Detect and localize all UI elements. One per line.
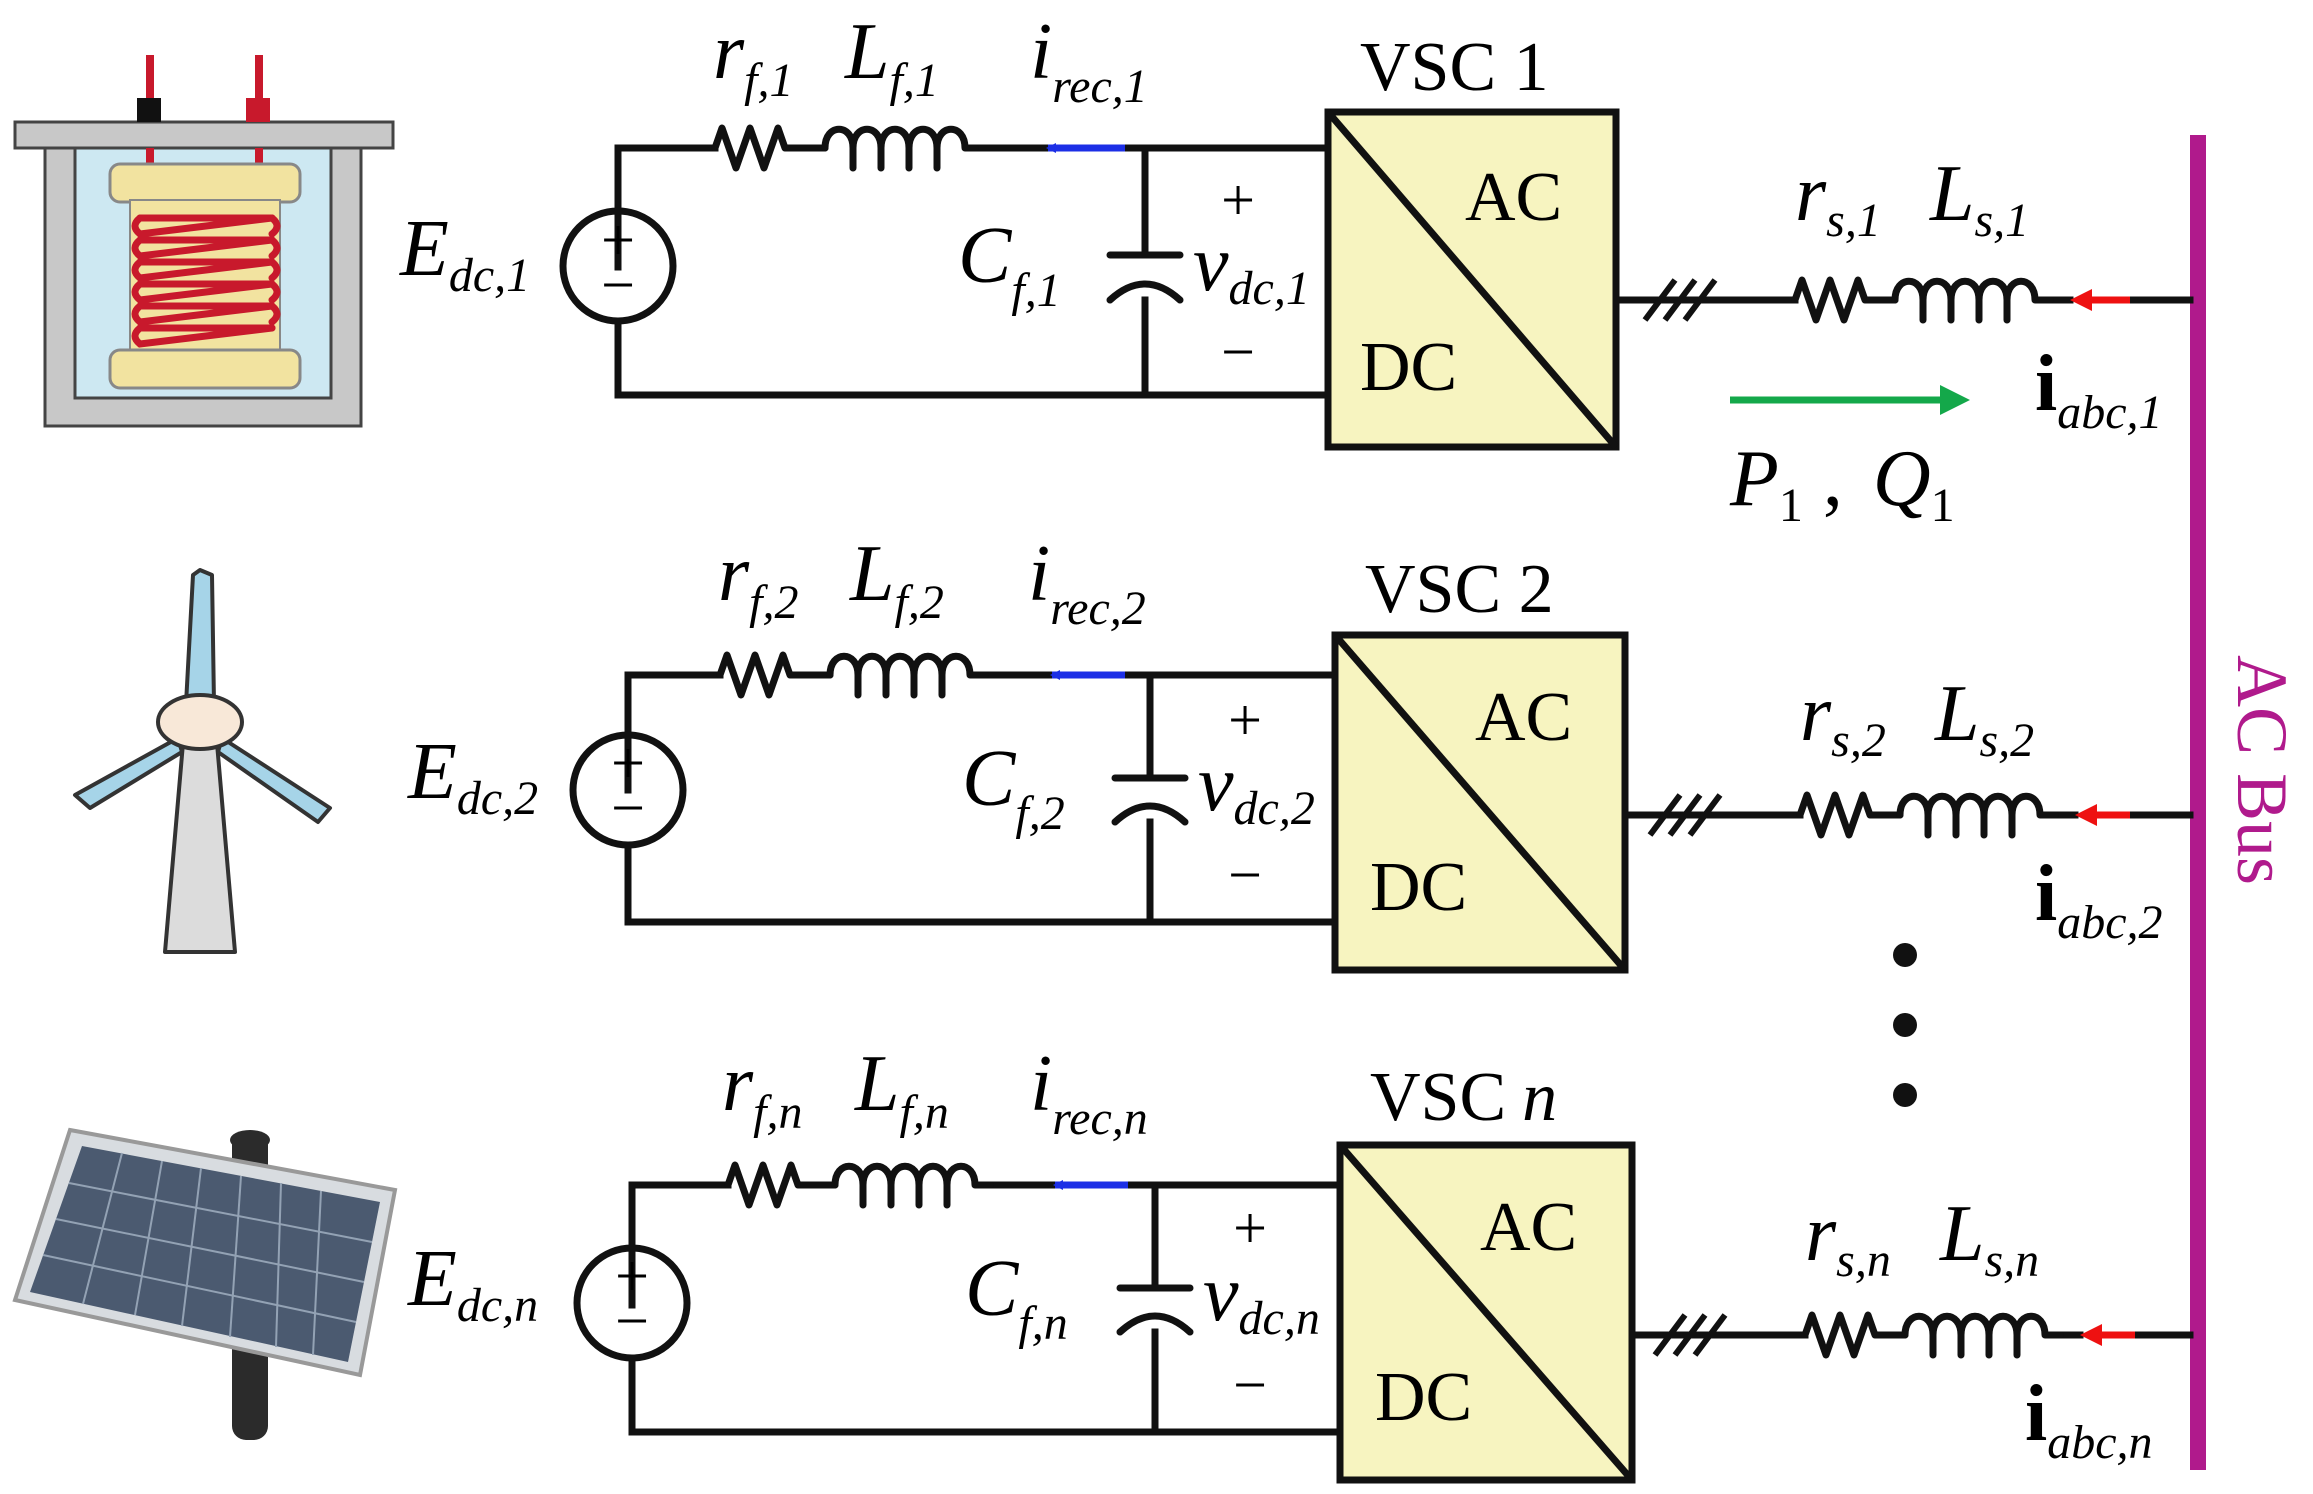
vdc-label: vdc,2 [1198,740,1315,835]
three-phase-marker [1647,793,1723,837]
vdc-minus: − [1221,319,1255,385]
rf-label: rf,2 [718,530,798,629]
converter-row-n [573,1141,2194,1484]
source-plus: + [601,207,635,273]
rf-label: rf,n [722,1040,802,1139]
resistor-rf [724,1161,839,1209]
resistor-rf [711,124,829,172]
ls-label: Ls,n [1939,1190,2039,1287]
inductor-ls [1901,1312,2064,1359]
resistor-rs [1791,276,1899,324]
vdc-plus: + [1233,1195,1267,1261]
irec-label: irec,2 [1028,530,1146,635]
cf-label: Cf,n [965,1245,1068,1350]
vdc-minus: − [1233,1352,1267,1418]
vsc-diagonal [1325,109,1619,450]
vdc-label: vdc,n [1203,1250,1320,1345]
converter-row-1 [559,108,2194,451]
inductor-lf [821,125,979,172]
abc-current-arrow [2075,804,2130,826]
power-flow-arrow [1730,385,1970,415]
inductor-lf [831,1162,994,1209]
resistor-rs [1796,791,1904,839]
dc-label: DC [1370,849,1467,926]
vsc-diagonal [1337,1142,1635,1483]
abc-current-arrow [2080,1324,2135,1346]
row-1-labels: VSC 1 AC DC + − Edc,1 rf,1 Lf,1 irec,1 C… [399,8,2163,532]
vsc-title: VSC 2 [1365,551,1554,628]
source-minus: − [611,775,645,841]
source-plus: + [615,1243,649,1309]
rs-label: rs,2 [1800,670,1886,767]
iabc-label: iabc,2 [2035,850,2163,949]
edc-label: Edc,n [407,1235,538,1332]
dc-loop-wire [624,671,1339,926]
irec-label: irec,n [1030,1040,1148,1145]
three-phase-marker [1642,278,1718,322]
source-minus: − [601,252,635,318]
dc-label: DC [1360,329,1457,406]
vdc-label: vdc,1 [1193,220,1310,315]
capacitor-plate-bottom [1106,280,1184,304]
three-phase-marker [1652,1313,1728,1357]
iabc-label: iabc,n [2025,1370,2153,1469]
irec-label: irec,1 [1030,8,1148,113]
abc-current-arrow [2070,289,2130,311]
source-plus: + [611,730,645,796]
ac-label: AC [1465,159,1562,236]
ls-label: Ls,2 [1934,670,2034,767]
source-minus: − [615,1288,649,1354]
inductor-ls [1896,792,2059,839]
capacitor-plate-bottom [1116,1312,1194,1336]
power-flow-label: P1,Q1 [1729,435,1955,532]
dc-source-circle [559,207,677,325]
inductor-lf [826,652,989,699]
dc-loop-wire [628,1181,1344,1436]
ac-bus-label: AC Bus [2222,655,2302,885]
rs-label: rs,n [1805,1190,1891,1287]
cf-label: Cf,1 [958,212,1061,317]
vsc-diagonal [1332,632,1628,973]
rs-label: rs,1 [1795,150,1881,247]
ac-bus-bar [2190,135,2206,1470]
converter-row-2 [569,631,2194,974]
row-2-labels: VSC 2 AC DC + − Edc,2 rf,2 Lf,2 irec,2 C… [407,530,2163,949]
inductor-ls [1891,277,2054,324]
lf-label: Lf,n [854,1040,949,1139]
dc-loop-wire [614,144,1332,399]
wind-turbine-icon [73,568,332,954]
resistor-rs [1801,1311,1909,1359]
edc-label: Edc,2 [407,728,538,825]
vdc-plus: + [1221,167,1255,233]
dc-source-circle [573,1244,691,1362]
resistor-rf [716,651,834,699]
dc-source-circle [569,731,687,849]
continuation-dots [1893,943,1917,1107]
edc-label: Edc,1 [399,205,530,302]
lf-label: Lf,1 [844,8,939,107]
rf-label: rf,1 [713,8,793,107]
fuel-cell-icon [13,55,395,428]
ls-label: Ls,1 [1929,150,2029,247]
dc-label: DC [1375,1359,1472,1436]
cf-label: Cf,2 [962,735,1065,840]
solar-panel-icon [12,1127,398,1440]
vsc-title: VSC 1 [1360,29,1549,106]
ac-label: AC [1475,679,1572,756]
iabc-label: iabc,1 [2035,340,2163,439]
lf-label: Lf,2 [849,530,944,629]
capacitor-plate-bottom [1111,802,1189,826]
vdc-plus: + [1228,687,1262,753]
ac-label: AC [1480,1189,1577,1266]
vdc-minus: − [1228,842,1262,908]
